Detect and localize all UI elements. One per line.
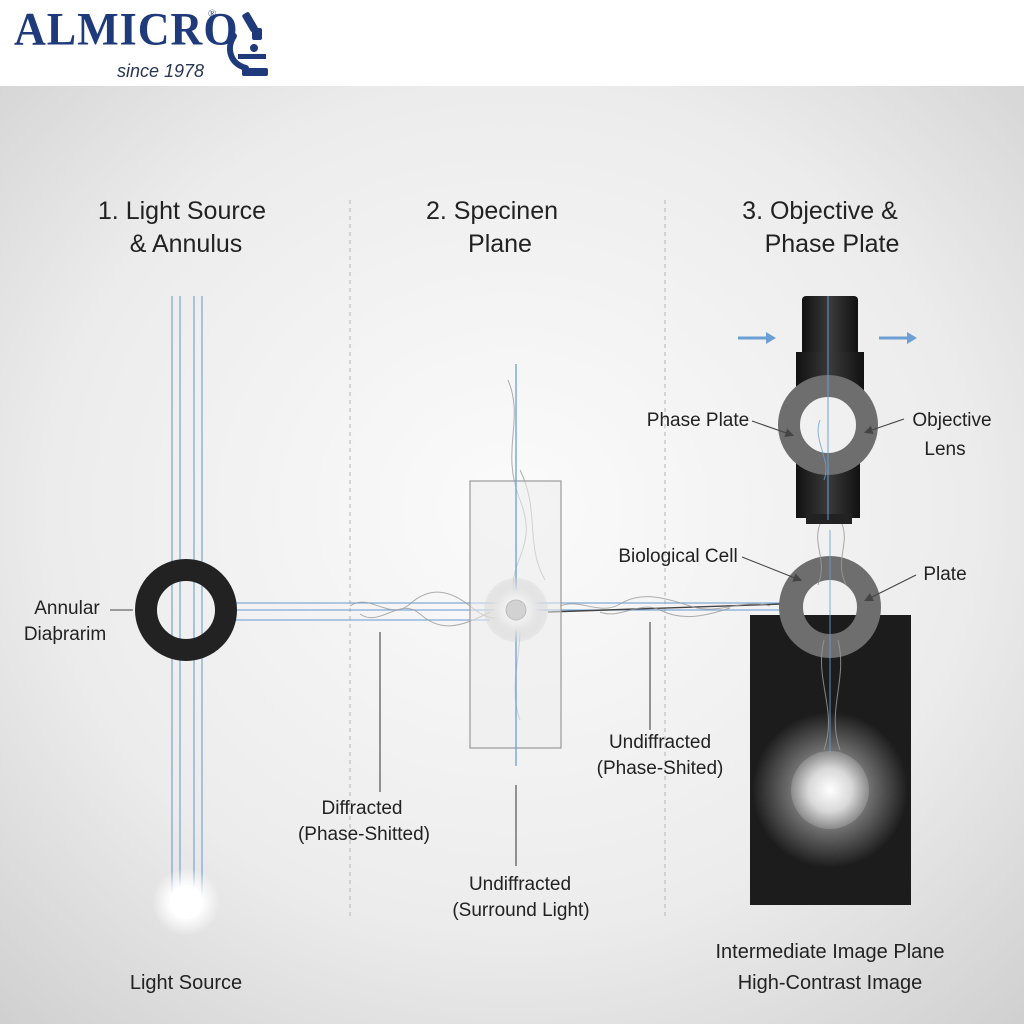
objective-top	[802, 296, 858, 356]
plate-to-image-rays	[817, 523, 847, 752]
section-title-1-line1: 1. Light Source	[98, 197, 266, 225]
arrow-right-icon	[879, 332, 917, 344]
label-undiffracted-phase-line2: (Phase-Shited)	[597, 758, 724, 779]
label-light-source: Light Source	[130, 972, 242, 994]
arrow-right-icon	[738, 332, 776, 344]
registered-mark: ®	[208, 8, 217, 20]
label-image-plane-line1: Intermediate Image Plane	[715, 941, 944, 963]
specimen-nucleus	[505, 599, 527, 621]
light-source	[169, 885, 203, 919]
label-biological-cell: Biological Cell	[618, 546, 737, 567]
annular-diaphragm	[135, 559, 237, 661]
diagram-stage: 1. Light Source & Annulus 2. Specinen Pl…	[0, 86, 1024, 1024]
label-undiffracted-surround-line1: Undiffracted	[469, 874, 571, 895]
label-objective-line1: Objective	[912, 410, 991, 431]
section-title-3-line1: 3. Objective &	[742, 197, 898, 225]
section-title-1-line2: & Annulus	[130, 230, 243, 258]
header: ALMICRO ® since 1978	[0, 0, 1024, 86]
source-light-rays	[171, 296, 203, 898]
label-phase-plate: Phase Plate	[647, 410, 749, 431]
label-diffracted-line1: Diffracted	[322, 798, 403, 819]
section-title-3-line2: Phase Plate	[765, 230, 900, 258]
section-title-2-line1: 2. Specinen	[426, 197, 558, 225]
brand-tagline: since 1978	[117, 61, 205, 81]
microscope-icon	[227, 12, 268, 76]
phase-contrast-diagram: 1. Light Source & Annulus 2. Specinen Pl…	[0, 86, 1024, 1024]
leader-lines	[110, 418, 917, 866]
label-diffracted-line2: (Phase-Shitted)	[298, 824, 430, 845]
label-undiffracted-phase-line1: Undiffracted	[609, 732, 711, 753]
high-contrast-image	[791, 751, 869, 829]
objective-wave	[817, 419, 827, 481]
undiffracted-ray	[547, 603, 783, 613]
label-annular-line1: Annular	[34, 598, 100, 619]
brand-name: ALMICRO	[14, 3, 239, 56]
label-image-plane-line2: High-Contrast Image	[738, 972, 923, 994]
label-undiffracted-surround-line2: (Surround Light)	[452, 900, 589, 921]
label-plate: Plate	[923, 564, 966, 585]
objective-tip	[806, 514, 852, 524]
section-title-2-line2: Plane	[468, 230, 532, 258]
label-annular-line2: Diaþrarim	[24, 624, 106, 645]
label-objective-line2: Lens	[924, 439, 965, 460]
